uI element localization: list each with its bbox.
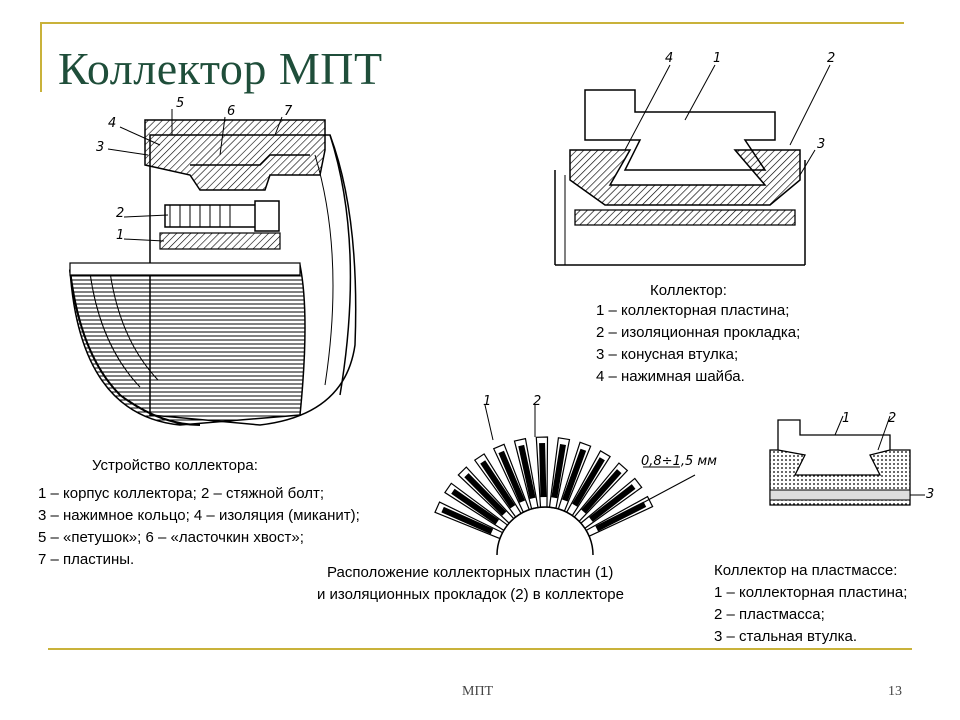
fan-insulation bbox=[595, 501, 647, 532]
fig3-callout-1: 1 bbox=[483, 394, 491, 409]
fig3-callout-2: 2 bbox=[533, 394, 541, 409]
fig1-callout-1: 1 bbox=[116, 228, 124, 243]
left-rule bbox=[40, 22, 42, 92]
collector-heading: Коллектор: bbox=[650, 282, 727, 299]
fan-insulation bbox=[572, 457, 605, 507]
device-line-2: 3 – нажимное кольцо; 4 – изоляция (микан… bbox=[38, 507, 360, 524]
top-rule bbox=[40, 22, 904, 24]
collector-line-4: 4 – нажимная шайба. bbox=[596, 368, 745, 385]
fan-insulation bbox=[464, 473, 507, 516]
plastic-line-3: 3 – стальная втулка. bbox=[714, 628, 858, 645]
plastic-line-2: 2 – пластмасса; bbox=[714, 606, 825, 623]
fan-insulation bbox=[539, 442, 547, 498]
collector-line-3: 3 – конусная втулка; bbox=[596, 346, 739, 363]
fan-insulation bbox=[451, 488, 500, 525]
fan-inner-arc bbox=[496, 506, 594, 556]
slide-title: Коллектор МПТ bbox=[58, 43, 383, 94]
arrangement-caption-2: и изоляционных прокладок (2) в коллектор… bbox=[317, 586, 624, 603]
fig1-callout-4: 4 bbox=[108, 116, 116, 131]
fan-insulation bbox=[589, 484, 636, 522]
fig3-dimension: 0,8÷1,5 мм bbox=[641, 454, 717, 469]
fan-insulation bbox=[480, 460, 516, 509]
fig4-callout-1: 1 bbox=[842, 411, 850, 426]
plastic-heading: Коллектор на пластмассе: bbox=[714, 562, 898, 579]
page-number: 13 bbox=[888, 684, 902, 699]
fan-plates bbox=[434, 436, 654, 556]
fan-insulation bbox=[562, 448, 587, 502]
fig1-callout-6: 6 bbox=[227, 104, 235, 119]
collector-section-figure: 4 1 2 3 bbox=[554, 51, 835, 266]
fig1-callout-3: 3 bbox=[96, 140, 104, 155]
device-line-1: 1 – корпус коллектора; 2 – стяжной болт; bbox=[38, 485, 325, 502]
plastic-line-1: 1 – коллекторная пластина; bbox=[714, 584, 908, 601]
fan-insulation bbox=[441, 506, 494, 535]
collector-line-1: 1 – коллекторная пластина; bbox=[596, 302, 790, 319]
device-line-3: 5 – «петушок»; 6 – «ласточкин хвост»; bbox=[38, 529, 304, 546]
fan-insulation bbox=[518, 444, 536, 499]
arrangement-caption-1: Расположение коллекторных пластин (1) bbox=[327, 564, 614, 581]
collector-cutaway-figure: 5 6 7 4 3 2 1 bbox=[69, 96, 357, 426]
bottom-rule bbox=[48, 648, 912, 650]
device-heading: Устройство коллектора: bbox=[92, 457, 258, 474]
fig4-callout-3: 3 bbox=[926, 487, 934, 502]
fig2-callout-2: 2 bbox=[827, 51, 835, 66]
plastic-collector-figure: 1 2 3 bbox=[769, 411, 934, 506]
fan-insulation bbox=[551, 443, 566, 499]
fig2-callout-3: 3 bbox=[817, 137, 825, 152]
fig1-callout-5: 5 bbox=[176, 96, 184, 111]
fig2-callout-4: 4 bbox=[665, 51, 673, 66]
collector-line-2: 2 – изоляционная прокладка; bbox=[596, 324, 801, 341]
device-line-4: 7 – пластины. bbox=[38, 551, 135, 568]
fig4-callout-2: 2 bbox=[888, 411, 896, 426]
footer-title: МПТ bbox=[462, 684, 494, 699]
fan-insulation bbox=[581, 469, 622, 514]
fig1-callout-2: 2 bbox=[116, 206, 124, 221]
fig1-callout-7: 7 bbox=[284, 104, 293, 119]
plates-arrangement-figure: 1 2 0,8÷1,5 мм bbox=[434, 394, 717, 556]
fan-insulation bbox=[498, 450, 526, 503]
fig2-callout-1: 1 bbox=[713, 51, 721, 66]
